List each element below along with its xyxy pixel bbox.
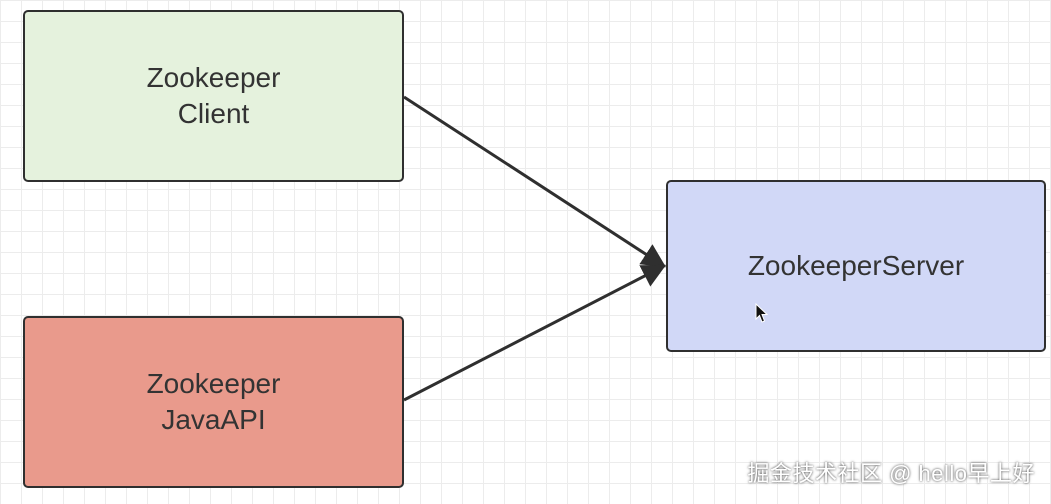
- edge-client-to-server: [403, 95, 667, 268]
- javaapi-label-line2: JavaAPI: [161, 404, 266, 435]
- server-label: ZookeeperServer: [747, 250, 965, 281]
- zookeeper-javaapi-node[interactable]: Zookeeper JavaAPI: [23, 316, 404, 488]
- watermark: 掘金技术社区 @ hello早上好: [747, 461, 1035, 486]
- client-label-line2: Client: [177, 98, 250, 129]
- zookeeper-server-node[interactable]: ZookeeperServer: [666, 180, 1046, 352]
- client-label-line1: Zookeeper: [146, 62, 281, 93]
- edge-javaapi-to-server: [403, 264, 667, 402]
- mouse-pointer-icon: [755, 303, 769, 323]
- zookeeper-client-node[interactable]: Zookeeper Client: [23, 10, 404, 182]
- javaapi-label-line1: Zookeeper: [146, 368, 281, 399]
